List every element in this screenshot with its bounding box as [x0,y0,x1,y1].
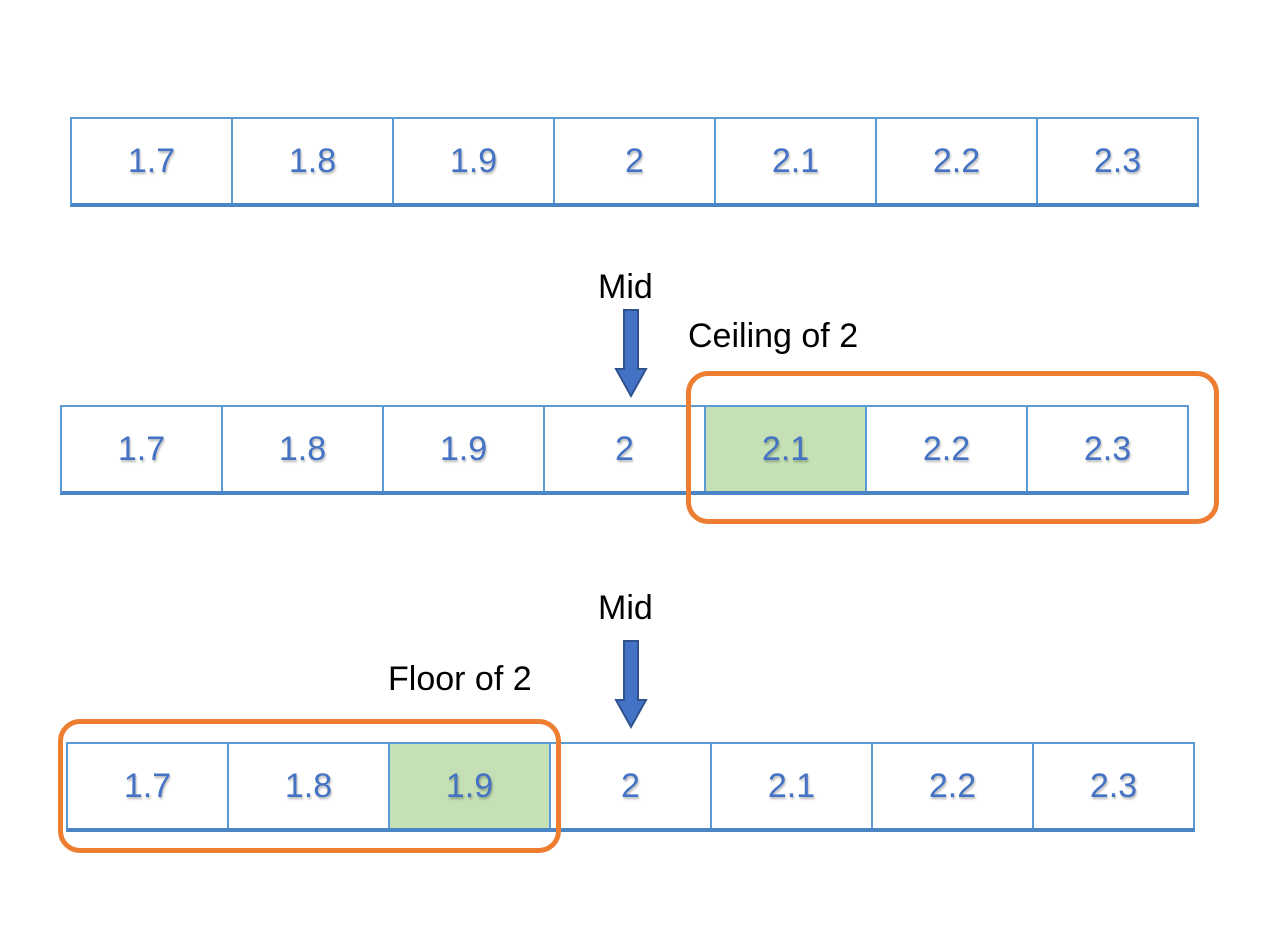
down-arrow-icon [614,309,648,399]
floor-label: Floor of 2 [388,660,532,698]
array-cell: 2 [545,407,706,491]
array-cell: 1.7 [62,407,223,491]
array-cell: 2 [555,119,716,203]
array-row-2: 1.7 1.8 1.9 2 2.1 2.2 2.3 [60,405,1189,495]
array-cell: 2 [551,744,712,828]
array-cell: 2.2 [877,119,1038,203]
down-arrow-icon [614,640,648,730]
array-cell: 2.3 [1038,119,1199,203]
array-cell: 1.8 [229,744,390,828]
mid-label: Mid [598,268,653,306]
array-cell: 2.2 [873,744,1034,828]
array-row-1: 1.7 1.8 1.9 2 2.1 2.2 2.3 [70,117,1199,207]
floor-cell-highlight: 1.9 [390,744,551,828]
array-cell: 2.1 [712,744,873,828]
array-cell: 2.2 [867,407,1028,491]
ceiling-label: Ceiling of 2 [688,317,859,355]
array-cell: 1.8 [223,407,384,491]
array-cell: 1.8 [233,119,394,203]
array-cell: 2.3 [1028,407,1189,491]
floor-range-bracket [58,719,561,853]
array-cell: 1.7 [68,744,229,828]
array-cell: 1.9 [384,407,545,491]
array-cell: 2.1 [716,119,877,203]
array-cell: 1.7 [72,119,233,203]
ceiling-range-bracket [686,371,1219,524]
ceiling-cell-highlight: 2.1 [706,407,867,491]
array-cell: 1.9 [394,119,555,203]
array-row-3: 1.7 1.8 1.9 2 2.1 2.2 2.3 [66,742,1195,832]
array-cell: 2.3 [1034,744,1195,828]
mid-label: Mid [598,589,653,627]
